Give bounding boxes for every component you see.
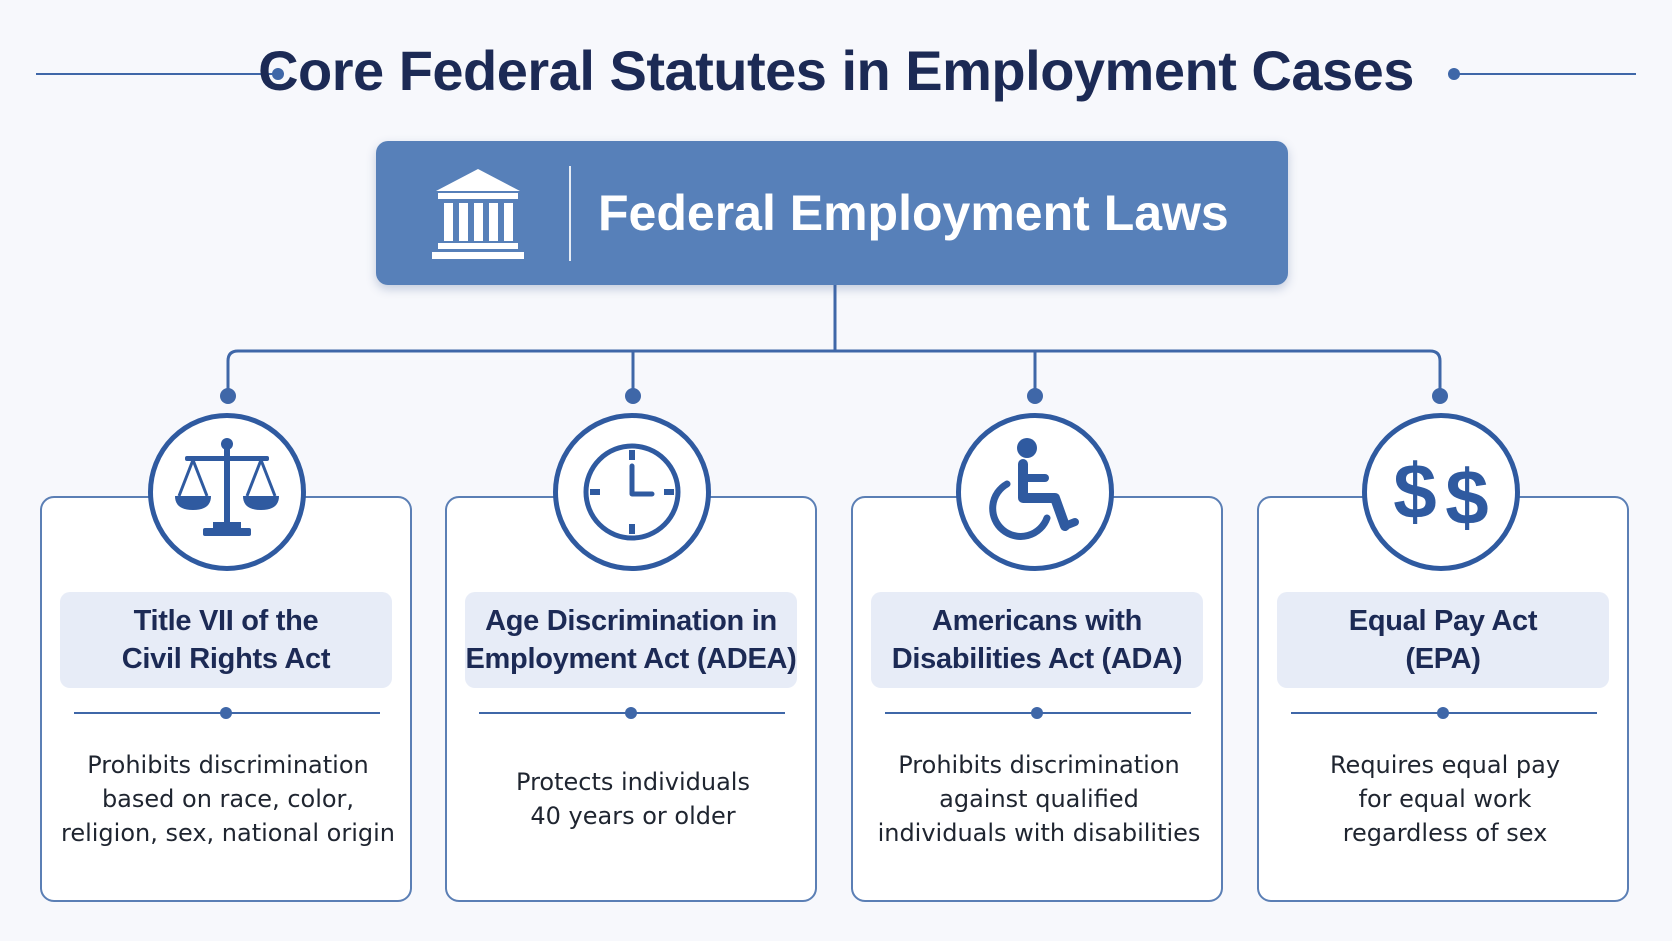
- statute-desc-line2: 40 years or older: [530, 802, 736, 830]
- statute-desc-line1: Prohibits discrimination: [87, 751, 369, 779]
- courthouse-icon: [432, 169, 524, 259]
- statute-desc-line1: Protects individuals: [516, 768, 750, 796]
- statute-desc-line1: Prohibits discrimination: [898, 751, 1180, 779]
- statute-title-line1: Americans with: [931, 605, 1143, 637]
- title-left-rule-dot: [272, 68, 284, 80]
- statute-title-line2: Employment Act (ADEA): [465, 643, 797, 675]
- statute-description: Prohibits discrimination based on race, c…: [52, 734, 404, 864]
- statute-title-line2: Civil Rights Act: [121, 643, 331, 675]
- statute-title: Age Discrimination in Employment Act (ADE…: [465, 592, 797, 688]
- statute-desc-line2: against qualified: [939, 785, 1139, 813]
- statute-desc-line3: regardless of sex: [1342, 819, 1548, 847]
- statute-card-adea: Age Discrimination in Employment Act (ADE…: [445, 496, 817, 902]
- statute-description: Prohibits discrimination against qualifie…: [863, 734, 1215, 864]
- statute-title-line1: Equal Pay Act: [1348, 605, 1538, 637]
- scales-of-justice-icon: [148, 413, 306, 571]
- statute-title: Equal Pay Act (EPA): [1277, 592, 1609, 688]
- wheelchair-accessibility-icon: [956, 413, 1114, 571]
- title-left-rule: [36, 73, 282, 75]
- dollar-signs-icon: $ $: [1362, 413, 1520, 571]
- card-divider-dot: [1031, 707, 1043, 719]
- card-divider-dot: [220, 707, 232, 719]
- statute-desc-line2: based on race, color,: [101, 785, 355, 813]
- clock-icon: [553, 413, 711, 571]
- statute-title-line2: (EPA): [1405, 643, 1481, 675]
- svg-text:$: $: [1393, 447, 1436, 535]
- page-title: Core Federal Statutes in Employment Case…: [258, 39, 1414, 102]
- root-node-federal-employment-laws: Federal Employment Laws: [376, 141, 1288, 285]
- statute-description: Protects individuals 40 years or older: [457, 734, 809, 864]
- statute-desc-line3: religion, sex, national origin: [60, 819, 396, 847]
- card-divider-dot: [1437, 707, 1449, 719]
- statute-title-line2: Disabilities Act (ADA): [891, 643, 1183, 675]
- statute-desc-line1: Requires equal pay: [1329, 751, 1561, 779]
- root-label: Federal Employment Laws: [598, 185, 1229, 241]
- statute-desc-line3: individuals with disabilities: [877, 819, 1201, 847]
- title-right-rule: [1454, 73, 1636, 75]
- root-separator: [569, 166, 571, 261]
- statute-title-line1: Age Discrimination in: [485, 605, 777, 637]
- statute-description: Requires equal pay for equal work regardle…: [1269, 734, 1621, 864]
- card-divider-dot: [625, 707, 637, 719]
- svg-text:$: $: [1445, 453, 1488, 541]
- statute-desc-line2: for equal work: [1358, 785, 1532, 813]
- statute-title-line1: Title VII of the: [133, 605, 319, 637]
